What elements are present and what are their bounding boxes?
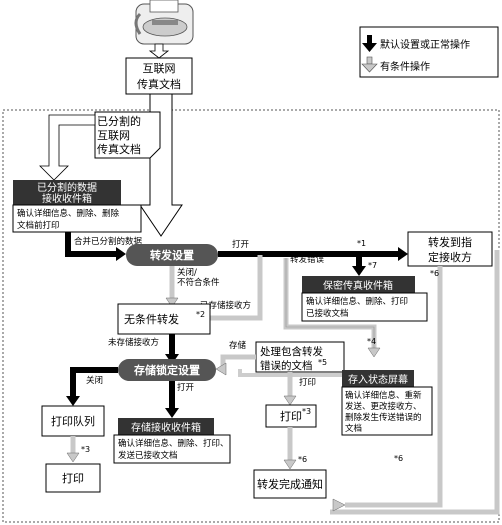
star6-b-label: *6	[298, 455, 307, 464]
forward-error-label: 转发错误	[290, 254, 325, 265]
legend-default-label: 默认设置或正常操作	[380, 38, 470, 51]
star7-label: *7	[368, 261, 377, 270]
star1-label: *1	[357, 239, 366, 248]
split-inbox-desc-1: 确认详细信息、删除、删除	[17, 208, 120, 219]
legend-conditional-label: 有条件操作	[380, 60, 430, 73]
arrow-dest-to-complete	[345, 266, 443, 508]
stored-recipient-label: 已存储接收方	[200, 300, 251, 311]
print-label-on: 打印	[299, 377, 316, 388]
on-label-1: 打开	[232, 239, 250, 250]
status-desc-1: 确认详细信息、重新	[345, 390, 422, 401]
arrow-merge-to-forward	[65, 232, 118, 257]
confidential-inbox-title: 保密传真收件箱	[323, 279, 393, 292]
handle-error-label-2: 错误的文档	[260, 359, 313, 372]
off-not-match-label-1: 关闭/	[177, 267, 197, 278]
arrow-forward-on-head	[398, 247, 408, 261]
storage-desc-1: 确认详细信息、删除、打印、	[118, 438, 229, 449]
forward-setting-label: 转发设置	[150, 248, 194, 262]
unconditional-label: 无条件转发	[124, 312, 179, 326]
off-label: 关闭	[86, 375, 103, 386]
print-queue-box	[41, 405, 105, 437]
arrow-split-to-inbox	[39, 114, 96, 181]
arrow-dest-outer	[330, 250, 500, 515]
fax-machine-icon	[134, 0, 194, 45]
split-label-1: 已分割的	[97, 114, 141, 128]
gray-arrow-icon	[361, 56, 378, 73]
handle-error-label-1: 处理包含转发	[260, 345, 323, 358]
arrow-stored-recipient	[210, 255, 263, 321]
star3-b-label: *3	[302, 407, 311, 416]
legend-box	[359, 26, 499, 78]
arrow-error-store	[220, 354, 256, 368]
split-label-3: 传真文档	[97, 142, 141, 156]
forward-complete-box	[253, 469, 327, 499]
forward-setting-node	[126, 244, 218, 266]
split-inbox-title-2: 接收收件箱	[42, 192, 92, 205]
store-label: 存储	[229, 340, 247, 351]
internet-fax-label-2: 传真文档	[137, 77, 181, 91]
confidential-desc-2: 已接收文档	[306, 308, 349, 319]
split-inbox-title-1: 已分割的数据	[37, 181, 97, 194]
not-stored-label: 未存储接收方	[108, 337, 159, 348]
status-desc-2: 发送、更改接收方、	[345, 401, 422, 412]
unconditional-box	[117, 303, 211, 335]
star2-label: *2	[196, 310, 205, 319]
forward-dest-label-1: 转发到指	[428, 235, 472, 249]
status-desc-4: 文档	[345, 423, 362, 434]
star4-label: *4	[367, 337, 376, 346]
confidential-inbox-header	[302, 276, 415, 293]
forward-dest-label-2: 定接收方	[428, 250, 472, 264]
print-a-box	[45, 463, 101, 493]
arrow-to-confidential-head	[352, 266, 366, 276]
forward-complete-label: 转发完成通知	[257, 477, 323, 491]
status-screen-header	[342, 370, 414, 387]
print-a-label: 打印	[62, 471, 84, 485]
handle-error-box	[255, 341, 345, 373]
arrow-merge-head	[116, 247, 126, 261]
on-label-2: 打开	[177, 382, 195, 393]
arrow-lock-off	[70, 367, 118, 398]
storage-desc-2: 发送已接收文档	[118, 450, 178, 461]
print-queue-label: 打印队列	[51, 414, 95, 428]
status-screen-title: 存入状态屏幕	[348, 373, 408, 386]
split-inbox-desc-2: 文档前打印	[17, 220, 60, 231]
star6-c-label: *6	[394, 454, 403, 463]
confidential-inbox-body	[301, 292, 428, 322]
storage-inbox-body	[113, 434, 231, 464]
merge-label: 合并已分割的数据	[74, 236, 143, 247]
storage-inbox-title: 存储接收收件箱	[131, 421, 201, 434]
storage-inbox-header	[118, 418, 214, 435]
star5-label: *5	[318, 358, 327, 367]
split-label-2: 互联网	[97, 129, 130, 142]
confidential-desc-1: 确认详细信息、删除、打印	[306, 296, 408, 307]
print-b-label: 打印	[280, 409, 302, 423]
internet-fax-doc-box	[125, 57, 193, 95]
split-inbox-body	[12, 204, 142, 233]
split-doc-box	[94, 111, 161, 159]
star6-a-label: *6	[430, 269, 439, 278]
storage-lock-node	[118, 359, 216, 381]
star3-a-label: *3	[81, 445, 90, 454]
off-not-match-label-2: 不符合条件	[177, 277, 220, 288]
forward-dest-box	[407, 231, 493, 267]
storage-lock-label: 存储锁定设置	[134, 363, 200, 377]
black-arrow-icon	[362, 35, 377, 52]
arrow-fax-to-doc	[148, 43, 170, 59]
status-desc-3: 删除发生传送错误的	[345, 412, 422, 423]
status-screen-body	[341, 386, 433, 436]
split-inbox-header	[13, 180, 121, 205]
internet-fax-label-1: 互联网	[143, 62, 176, 75]
